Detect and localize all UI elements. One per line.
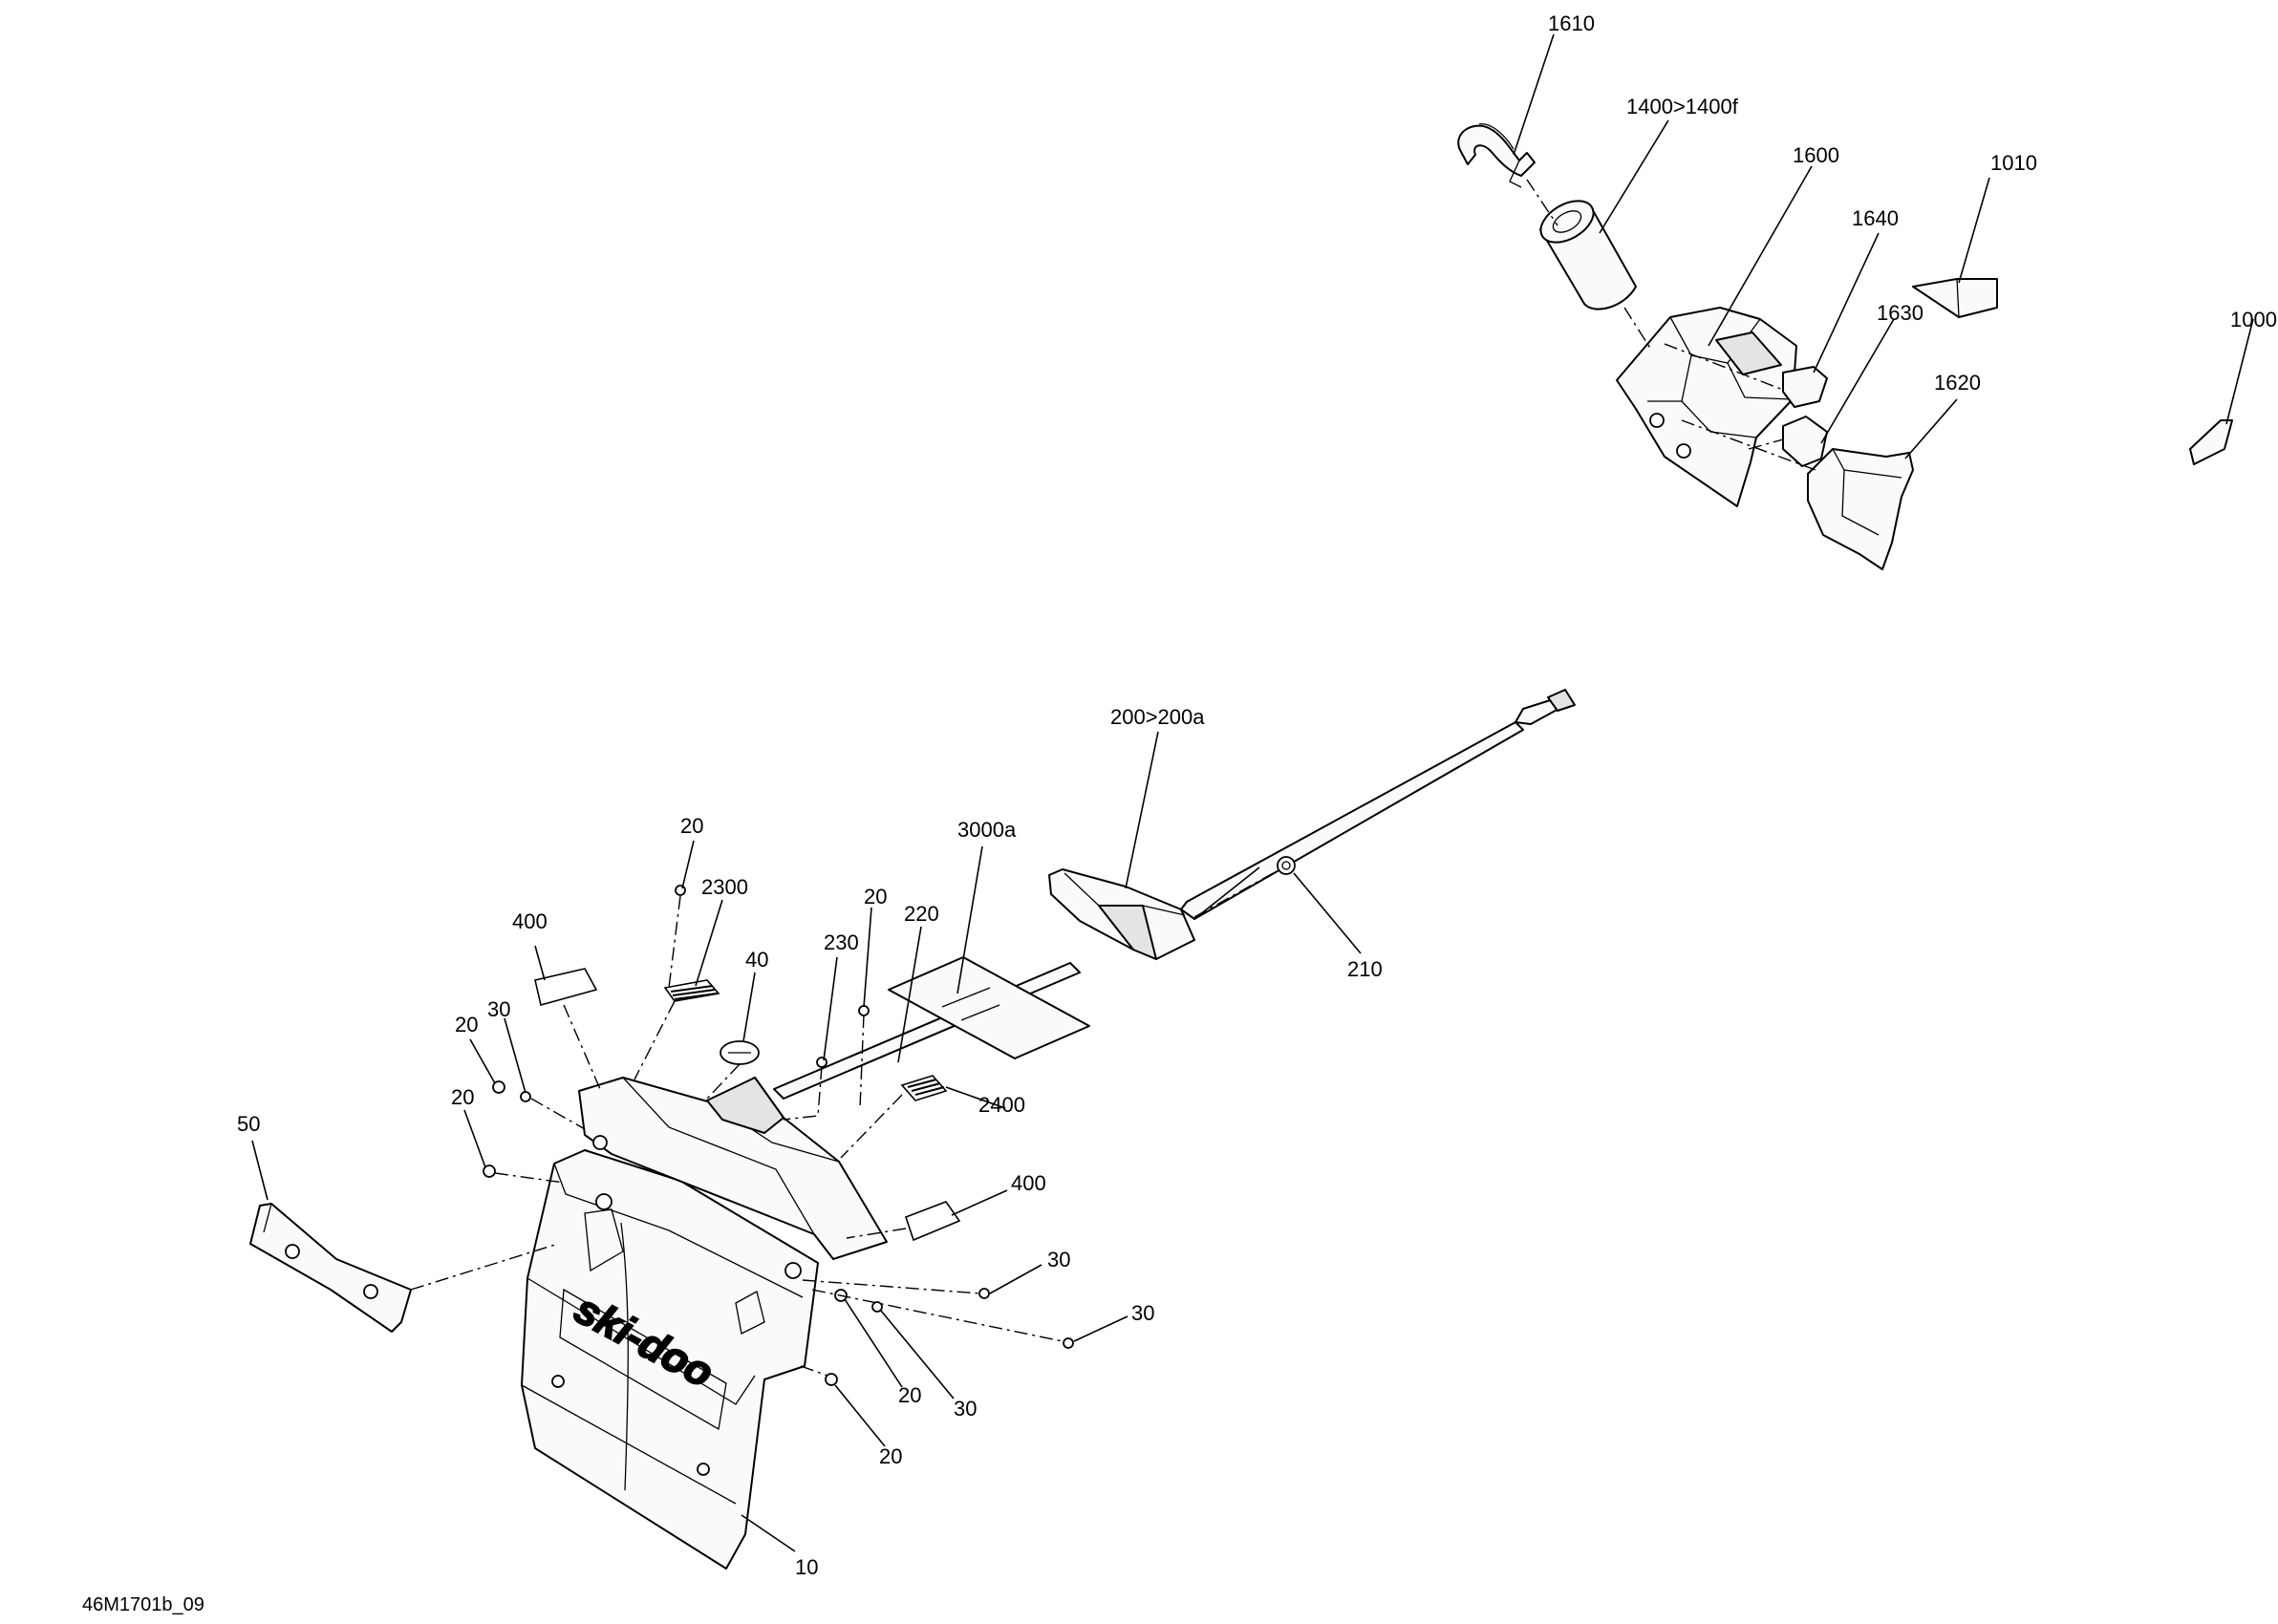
callout-3000a: 3000a <box>957 818 1017 842</box>
callout-1640: 1640 <box>1852 206 1899 230</box>
clip-part-1610 <box>1457 123 1536 188</box>
screw-20-c <box>492 1080 505 1094</box>
washer-30-b <box>871 1301 883 1313</box>
callout-20-left-a: 20 <box>455 1013 478 1036</box>
screw-20-a <box>675 885 686 896</box>
screws <box>483 885 1074 1386</box>
callout-1000: 1000 <box>2230 308 2277 331</box>
callout-210: 210 <box>1347 957 1383 981</box>
callout-labels: 1610 1400>1400f 1600 1010 1640 1630 1000… <box>237 11 2277 1579</box>
decal-part-1010 <box>1912 278 1998 318</box>
callout-20-left-b: 20 <box>451 1085 474 1109</box>
callout-230: 230 <box>824 930 859 954</box>
callout-400-left: 400 <box>512 909 548 933</box>
callout-20-mid: 20 <box>864 885 887 908</box>
decal-part-400-upper <box>534 968 598 1006</box>
deflector-part-50 <box>249 1203 412 1333</box>
grommet-part-210 <box>1277 856 1296 875</box>
callout-40: 40 <box>745 948 768 972</box>
callout-1010: 1010 <box>1990 151 2037 175</box>
leader-lines <box>251 33 2254 1552</box>
callout-30-left: 30 <box>487 997 510 1021</box>
callout-1400-1400f: 1400>1400f <box>1626 95 1739 118</box>
block-part-1630 <box>1782 416 1828 467</box>
callout-30-right-a: 30 <box>1047 1248 1070 1271</box>
callout-2400: 2400 <box>978 1093 1025 1117</box>
washer-30-c <box>978 1288 990 1299</box>
fender-part-10: ski-doo <box>521 1149 819 1570</box>
tail-light-part-200 <box>1048 868 1195 960</box>
figure-id: 46M1701b_09 <box>82 1594 204 1615</box>
callout-10: 10 <box>795 1555 818 1579</box>
callout-400-right: 400 <box>1011 1171 1046 1195</box>
bulb-part-1400 <box>1539 200 1637 310</box>
callout-1620: 1620 <box>1934 371 1981 395</box>
housing-part-1600 <box>1616 307 1797 507</box>
rivet-part-40 <box>720 1040 760 1065</box>
screw-20-b <box>858 1005 870 1016</box>
callout-200-200a: 200>200a <box>1110 705 1205 729</box>
screw-230 <box>816 1057 827 1068</box>
label-part-2300 <box>663 979 720 1002</box>
label-sheet-part-3000a <box>888 956 1090 1059</box>
callout-1610: 1610 <box>1548 11 1595 35</box>
callout-30-bottom: 30 <box>954 1397 977 1421</box>
callout-1600: 1600 <box>1793 143 1839 167</box>
decal-part-400-lower <box>904 1201 961 1242</box>
decal-part-1000 <box>2189 419 2233 465</box>
washer-30-a <box>520 1091 531 1102</box>
screw-20-f <box>825 1373 838 1386</box>
callout-20-top: 20 <box>680 814 703 838</box>
callout-220: 220 <box>904 902 939 926</box>
callout-20-bottom-a: 20 <box>898 1383 921 1407</box>
callout-2300: 2300 <box>701 875 748 899</box>
label-part-2400 <box>900 1075 948 1101</box>
callout-1630: 1630 <box>1877 301 1923 325</box>
callout-20-bottom-b: 20 <box>879 1444 902 1468</box>
block-part-1640 <box>1782 366 1828 408</box>
screw-20-d <box>483 1165 496 1178</box>
cover-part-1620 <box>1807 448 1914 570</box>
callout-30-right-b: 30 <box>1131 1301 1154 1325</box>
fender-bracket <box>578 1077 888 1260</box>
callout-50: 50 <box>237 1112 260 1136</box>
washer-30-d <box>1063 1337 1074 1349</box>
